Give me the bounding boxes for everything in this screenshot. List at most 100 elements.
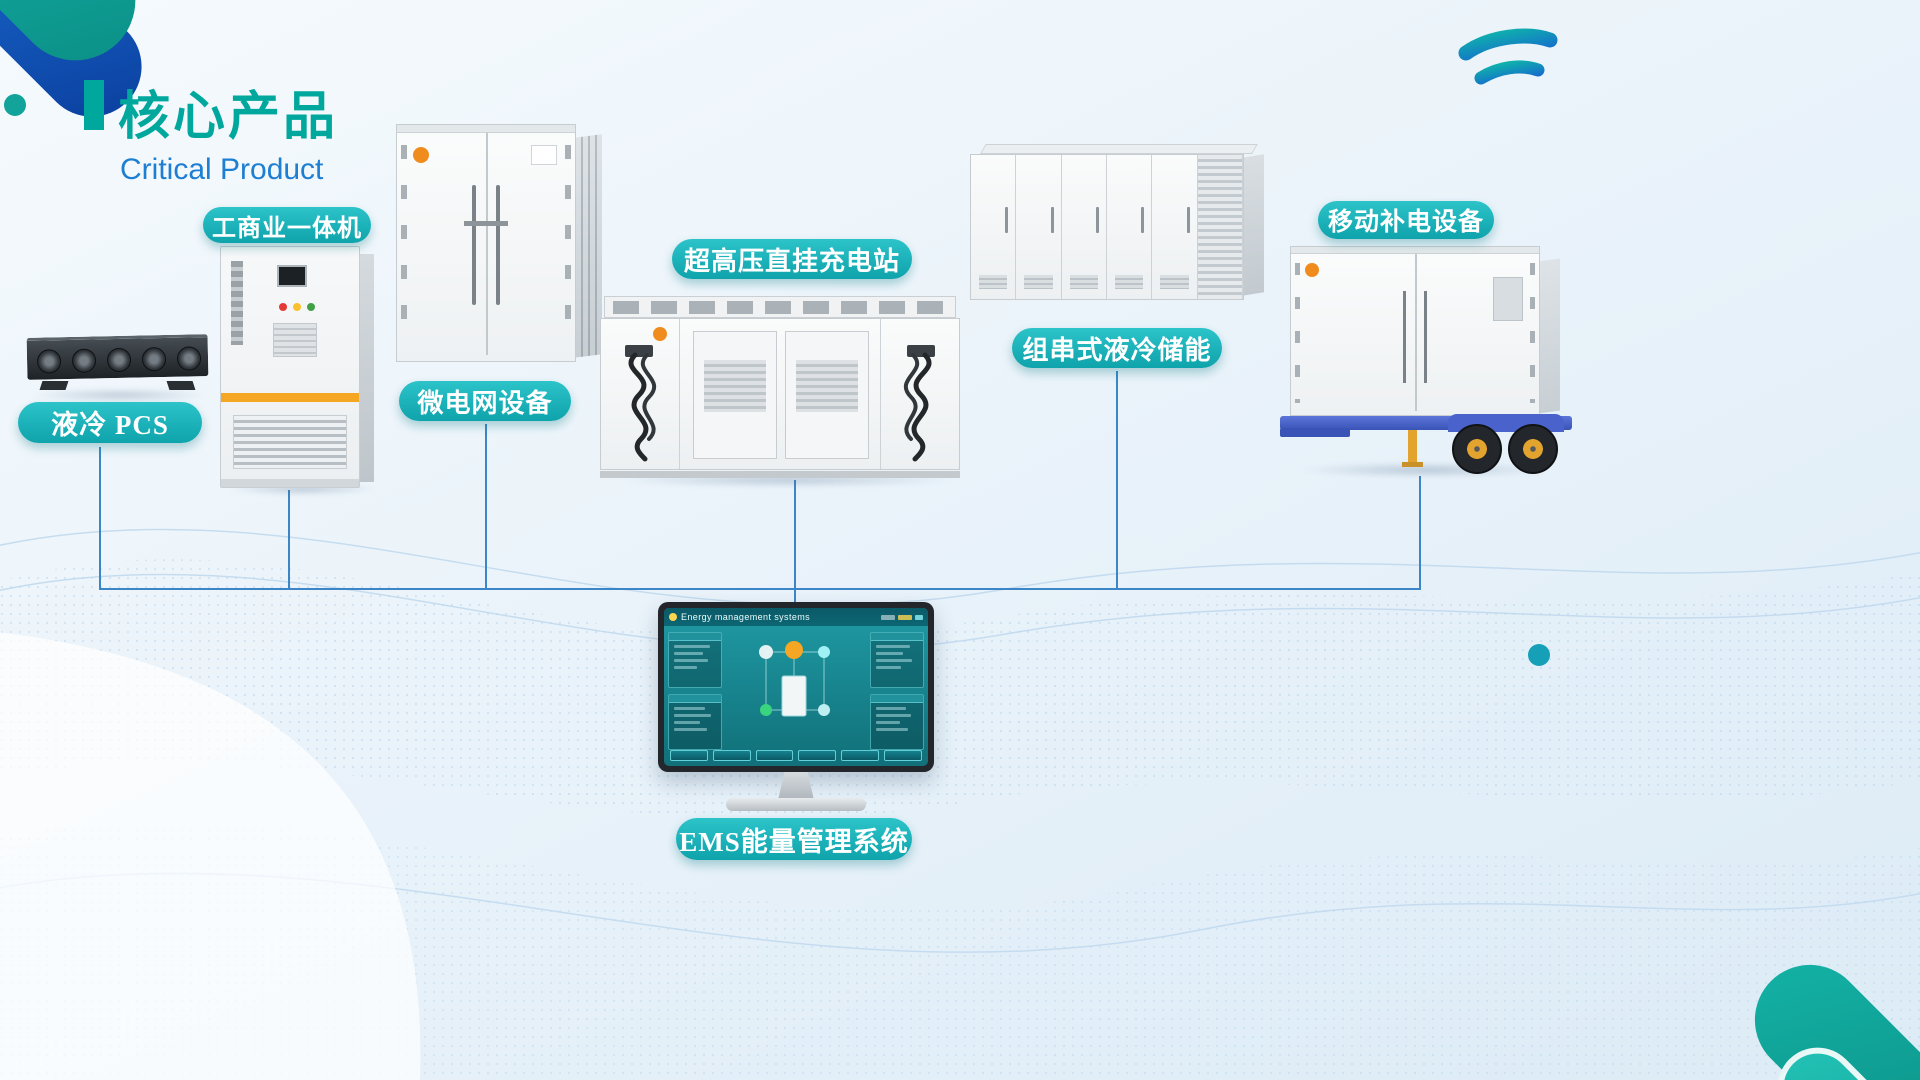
cabinet-orange-stripe [221, 393, 359, 402]
charging-body [600, 318, 960, 470]
screen-panel-right-top [870, 632, 924, 688]
connector-main-horizontal [99, 588, 1421, 590]
screen-button [884, 750, 922, 761]
charging-cable-left-icon [625, 345, 657, 462]
decoration-dot-right [1528, 644, 1550, 666]
trailer-landing-leg [1408, 430, 1417, 464]
monitor-screen: Energy management systems [664, 608, 928, 766]
screen-flow-diagram [759, 641, 830, 717]
cabinet-indicator-yellow [293, 303, 301, 311]
label-charging-station: 超高压直挂充电站 [672, 239, 912, 279]
cabinet-indicator-red [279, 303, 287, 311]
microgrid-door-split [486, 133, 488, 355]
charging-roof-vents [604, 296, 956, 318]
trailer-gooseneck [1280, 428, 1350, 437]
monitor-stand-neck [778, 772, 814, 800]
trailer-wheel-icon [1452, 424, 1502, 474]
microgrid-front-face [396, 124, 576, 362]
screen-button [712, 750, 751, 761]
string-storage-side-face [1242, 154, 1264, 296]
screen-button [841, 750, 880, 761]
charging-door-louver [704, 360, 766, 412]
product-mobile-power-image [1280, 246, 1572, 482]
charging-roof-grille [613, 301, 947, 314]
mobile-hinges-right [1530, 263, 1535, 403]
string-storage-roof [980, 144, 1258, 154]
product-charging-station-image [600, 296, 960, 482]
pcs-fan-icon [106, 347, 132, 373]
cabinet-front-face [220, 246, 360, 488]
cabinet-louver-panel [273, 323, 317, 357]
label-all-in-one: 工商业一体机 [203, 207, 371, 243]
cabinet-side-face [359, 254, 374, 482]
screen-button [670, 750, 708, 761]
mobile-window [1493, 277, 1523, 321]
cabinet-indicator-green [307, 303, 315, 311]
microgrid-roof-lip [397, 125, 575, 133]
screen-header: Energy management systems [664, 608, 928, 626]
microgrid-hinges-right [565, 145, 571, 345]
mobile-container-front-face [1290, 246, 1540, 416]
label-mobile-power: 移动补电设备 [1318, 201, 1494, 239]
product-microgrid-container-image [396, 124, 604, 368]
trailer-wheel-icon [1508, 424, 1558, 474]
connector-microgrid [485, 424, 487, 590]
string-storage-door [971, 155, 1017, 299]
connector-all-in-one [288, 490, 290, 590]
monitor-stand-base [726, 798, 866, 811]
monitor-frame: Energy management systems [658, 602, 934, 772]
screen-header-widgets [881, 614, 923, 620]
screen-button-row [670, 750, 922, 761]
charging-door-right [785, 331, 869, 459]
microgrid-side-face [574, 134, 602, 358]
product-liquid-pcs-image [25, 330, 210, 394]
microgrid-hinges-left [401, 145, 407, 345]
pcs-fan-icon [176, 346, 202, 371]
mobile-roof-lip [1291, 247, 1539, 254]
cabinet-base [221, 479, 359, 487]
mobile-door-split [1415, 254, 1417, 411]
title-accent-bar [84, 80, 104, 130]
screen-logo-icon [669, 613, 677, 621]
cabinet-terminal-strip [231, 261, 243, 345]
label-ems: EMS能量管理系统 [676, 818, 912, 860]
ems-monitor: Energy management systems [658, 602, 934, 818]
label-microgrid: 微电网设备 [399, 381, 571, 421]
screen-panel-left-bottom [668, 694, 722, 750]
microgrid-brand-mark-icon [413, 147, 429, 163]
charging-brand-mark-icon [653, 327, 667, 341]
mobile-container-side-face [1538, 258, 1560, 414]
pcs-fan-icon [36, 349, 62, 374]
connector-string-storage [1116, 371, 1118, 590]
charging-section-split [880, 319, 881, 469]
charging-cable-right-icon [903, 345, 935, 462]
cabinet-vent-grille [233, 415, 347, 469]
connector-liquid-pcs [99, 447, 101, 590]
microgrid-name-plate [531, 145, 557, 165]
microgrid-handle-rod [496, 185, 500, 305]
connector-mobile-power [1419, 476, 1421, 590]
screen-button [798, 750, 837, 761]
product-all-in-one-cabinet-image [220, 246, 376, 492]
string-storage-door [1152, 155, 1198, 299]
pcs-fan-icon [141, 346, 167, 372]
page-header: 核心产品 Critical Product [84, 74, 338, 187]
connector-charging-station [794, 480, 796, 606]
brand-logo-icon [1458, 28, 1558, 85]
trailer-landing-foot [1402, 462, 1423, 467]
page-subtitle: Critical Product [120, 153, 324, 186]
mobile-hinges-left [1295, 263, 1300, 403]
charging-section-split [679, 319, 680, 469]
pcs-chassis [26, 334, 209, 380]
screen-panel-right-bottom [870, 694, 924, 750]
label-liquid-pcs: 液冷 PCS [18, 402, 202, 443]
string-storage-vent-panel [1197, 155, 1243, 299]
screen-button [755, 750, 794, 761]
screen-title: Energy management systems [681, 612, 811, 622]
label-string-storage: 组串式液冷储能 [1012, 328, 1222, 368]
screen-panel-left-top [668, 632, 722, 688]
string-storage-door [1016, 155, 1062, 299]
microgrid-handle-rod [472, 185, 476, 305]
